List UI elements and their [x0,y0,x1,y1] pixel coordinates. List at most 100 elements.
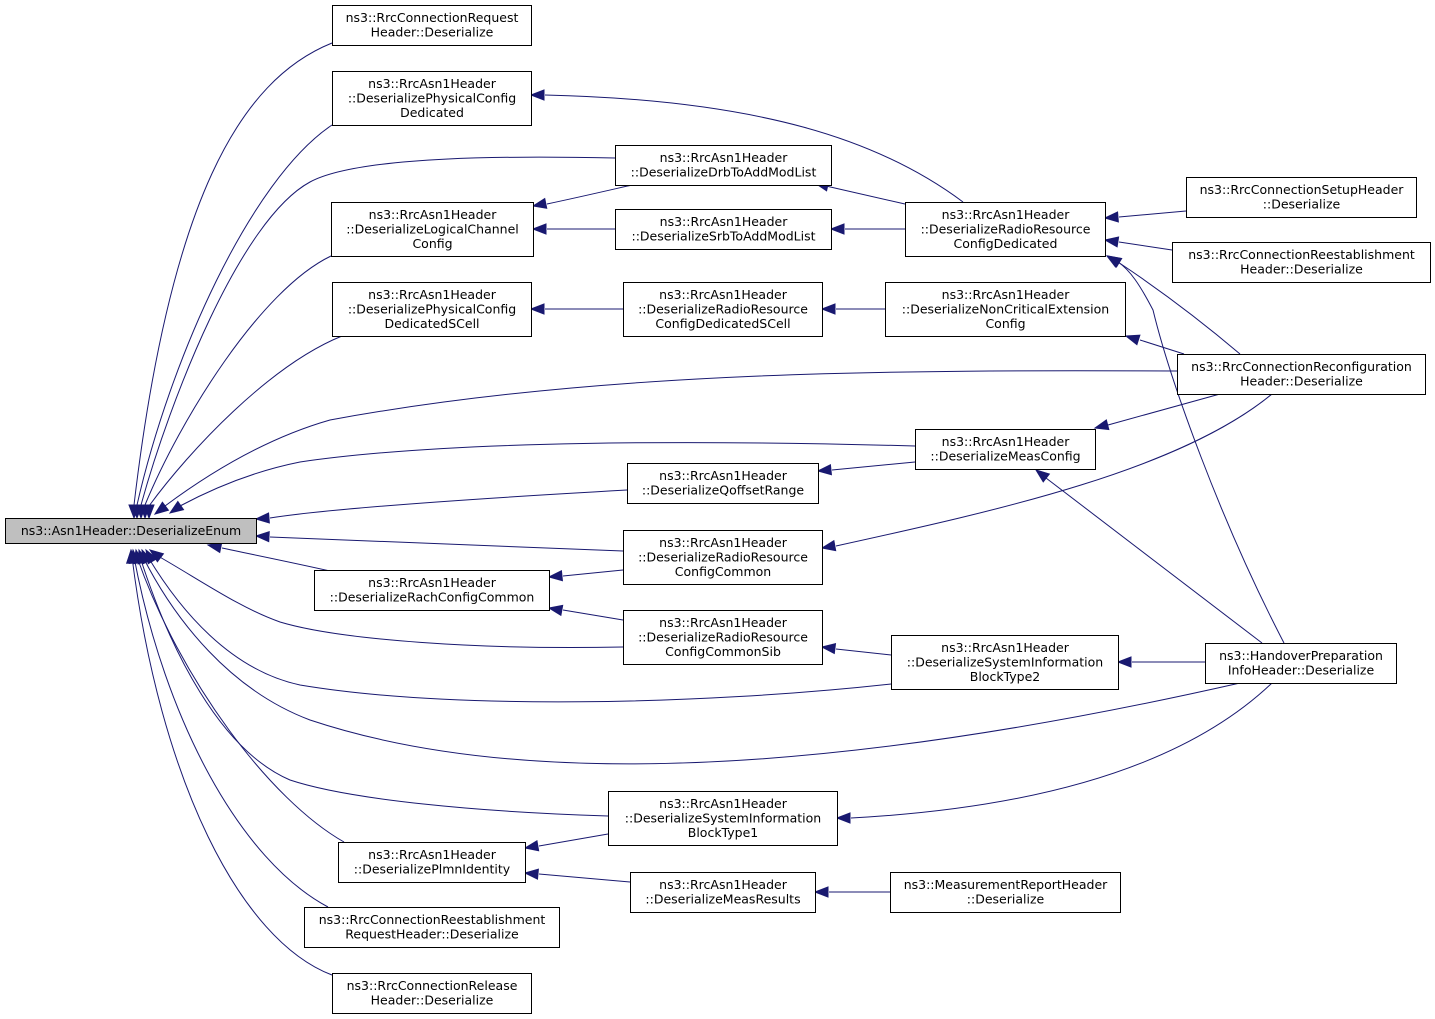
arrowhead-icon [168,500,185,514]
node-label-line: BlockType2 [970,669,1040,684]
arrowhead-icon [820,539,837,552]
node-label-line: ns3::RrcConnectionReconfiguration [1191,359,1412,374]
edge-n7-to-root [128,548,329,908]
arrowhead-icon [1103,211,1119,223]
graph-node-n2[interactable]: ns3::RrcAsn1Header::DeserializePhysicalC… [332,71,532,126]
node-label-line: ns3::RrcAsn1Header [942,287,1071,302]
node-label-line: ::DeserializeQoffsetRange [642,483,805,498]
node-box [1205,643,1397,684]
edge-n20-to-n14 [820,642,892,656]
node-label-line: ::DeserializeRadioResource [921,221,1091,236]
graph-node-n16[interactable]: ns3::RrcAsn1Header::DeserializeMeasResul… [630,872,816,913]
node-box [332,5,532,46]
node-label-line: ns3::HandoverPreparation [1219,648,1383,663]
node-label-line: ::DeserializeSrbToAddModList [632,229,816,244]
graph-node-n24[interactable]: ns3::RrcConnectionReconfigurationHeader:… [1177,354,1426,395]
graph-node-n8[interactable]: ns3::RrcConnectionReleaseHeader::Deseria… [332,973,532,1014]
edge-line [825,185,906,205]
edge-line [1139,339,1185,355]
node-label-line: ::DeserializeNonCriticalExtension [902,301,1109,316]
graph-node-n4[interactable]: ns3::RrcAsn1Header::DeserializePhysicalC… [332,282,532,337]
graph-node-n23[interactable]: ns3::RrcConnectionReestablishmentHeader:… [1172,242,1431,283]
node-label-line: ns3::RrcConnectionRequest [346,10,519,25]
arrowhead-icon [1093,419,1110,431]
node-label-line: DedicatedSCell [384,316,479,331]
arrowhead-icon [523,840,540,852]
edge-n24-to-n18 [1124,334,1185,355]
node-label-line: ::DeserializeRadioResource [638,629,808,644]
arrowhead-icon [529,303,545,315]
graph-node-n19[interactable]: ns3::RrcAsn1Header::DeserializeMeasConfi… [915,429,1096,470]
edge-n2-to-root [131,124,333,520]
edge-line [1118,210,1187,218]
edge-line [133,556,329,908]
node-box [890,872,1121,913]
node-box [623,530,823,585]
graph-node-n10[interactable]: ns3::RrcAsn1Header::DeserializeSrbToAddM… [615,209,832,250]
node-label-line: ns3::RrcAsn1Header [368,847,497,862]
graph-node-n12[interactable]: ns3::RrcAsn1Header::DeserializeQoffsetRa… [627,463,819,504]
node-label-line: Config [985,316,1025,331]
graph-node-n14[interactable]: ns3::RrcAsn1Header::DeserializeRadioReso… [623,610,823,665]
node-label-line: ns3::RrcAsn1Header [659,796,788,811]
graph-node-n13[interactable]: ns3::RrcAsn1Header::DeserializeRadioReso… [623,530,823,585]
root-node[interactable]: ns3::Asn1Header::DeserializeEnum [5,518,257,544]
node-label-line: Header::Deserialize [1240,262,1363,277]
graph-node-n15[interactable]: ns3::RrcAsn1Header::DeserializeSystemInf… [608,791,838,846]
node-label-line: ::DeserializeRadioResource [638,301,808,316]
graph-node-n5[interactable]: ns3::RrcAsn1Header::DeserializeRachConfi… [314,570,550,611]
edge-n19-to-root [168,442,916,514]
node-label-line: ::DeserializeRachConfigCommon [330,590,535,605]
edge-n17-to-n2 [529,89,964,203]
graph-node-n20[interactable]: ns3::RrcAsn1Header::DeserializeSystemInf… [891,635,1119,690]
node-label-line: RequestHeader::Deserialize [345,927,519,942]
node-box [905,202,1106,257]
graph-node-n9[interactable]: ns3::RrcAsn1Header::DeserializeDrbToAddM… [615,145,832,186]
edge-n24-to-n19 [1093,393,1221,431]
node-label-line: ConfigDedicatedSCell [655,316,790,331]
node-box [304,907,560,948]
arrowhead-icon [254,530,270,543]
arrowhead-icon [531,223,547,235]
arrowhead-icon [143,504,155,520]
node-box [314,570,550,611]
graph-node-n18[interactable]: ns3::RrcAsn1Header::DeserializeNonCritic… [885,282,1126,337]
edge-n19-to-n12 [816,461,916,476]
node-label-line: ConfigCommon [675,564,771,579]
graph-node-n25[interactable]: ns3::HandoverPreparationInfoHeader::Dese… [1205,643,1397,684]
edge-n24-to-n13 [820,393,1273,552]
graph-node-n3[interactable]: ns3::RrcAsn1Header::DeserializeLogicalCh… [331,202,534,257]
edge-line [538,873,631,883]
node-label-line: Config [412,236,452,251]
graph-node-n17[interactable]: ns3::RrcAsn1Header::DeserializeRadioReso… [905,202,1106,257]
graph-node-n6[interactable]: ns3::RrcAsn1Header::DeserializePlmnIdent… [338,842,526,883]
edge-line [1107,393,1221,426]
edge-line [131,556,333,976]
node-box [615,145,832,186]
graph-node-n22[interactable]: ns3::RrcConnectionSetupHeader::Deseriali… [1186,177,1417,218]
edge-n15-to-n6 [523,833,609,852]
edge-line [142,556,1241,765]
graph-node-n7[interactable]: ns3::RrcConnectionReestablishmentRequest… [304,907,560,948]
edge-n6-to-root [133,548,345,843]
node-box [1186,177,1417,218]
graph-node-n11[interactable]: ns3::RrcAsn1Header::DeserializeRadioReso… [623,282,823,337]
node-box [623,610,823,665]
node-label-line: ns3::RrcAsn1Header [659,535,788,550]
graph-node-n1[interactable]: ns3::RrcConnectionRequestHeader::Deseria… [332,5,532,46]
arrowhead-icon [523,868,539,880]
node-box [338,842,526,883]
edge-n1-to-root [128,42,333,520]
node-box [332,282,532,337]
node-label-line: ns3::RrcAsn1Header [368,76,497,91]
node-label-line: ns3::RrcAsn1Header [659,468,788,483]
node-box [915,429,1096,470]
node-label-line: ns3::RrcAsn1Header [659,877,788,892]
graph-node-n21[interactable]: ns3::MeasurementReportHeader::Deserializ… [890,872,1121,913]
node-label-line: ns3::RrcConnectionRelease [347,978,518,993]
arrowhead-icon [816,463,833,476]
edge-line [562,569,624,577]
node-label-line: ::Deserialize [1263,197,1341,212]
node-label-line: ::DeserializeSystemInformation [907,654,1103,669]
nodes-layer: ns3::Asn1Header::DeserializeEnumns3::Rrc… [5,5,1431,1014]
